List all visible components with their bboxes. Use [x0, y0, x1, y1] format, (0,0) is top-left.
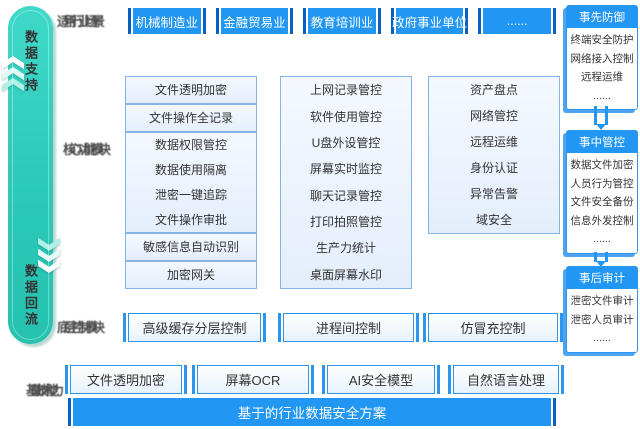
panel-item: ......: [593, 233, 611, 245]
feature-item: 数据权限管控: [154, 138, 227, 153]
chevron-down-icon: [38, 237, 60, 273]
row-label-functions: 核心功能模块: [63, 142, 111, 157]
feature-item: 泄密一键追踪: [154, 187, 227, 202]
control-chip-impersonation: 仿冒充控制: [423, 313, 563, 342]
bottom-solution-bar: 基于的行业数据安全方案: [68, 398, 556, 426]
industry-chip-government: 政府事业单位: [390, 8, 469, 34]
panel-title: 事后审计: [567, 267, 637, 289]
control-chip-process: 进程间控制: [278, 313, 419, 342]
feature-item: 上网记录管控: [309, 83, 382, 98]
panel-item: 文件安全备份: [570, 196, 634, 208]
panel-title: 事中管控: [567, 131, 637, 153]
capability-chip-ocr: 屏幕OCR: [192, 365, 314, 394]
feature-item: 生产力统计: [315, 241, 376, 256]
feature-item: 网络管控: [469, 109, 518, 123]
capability-chip-nlp: 自然语言处理: [448, 365, 564, 394]
panel-item: 远程运维: [581, 71, 623, 83]
panel-title: 事先防御: [567, 6, 637, 28]
panel-pre-defense: 事先防御 终端安全防护 网络接入控制 远程运维 ......: [566, 5, 638, 110]
feature-item: 打印拍照管控: [309, 215, 382, 230]
feature-item: 加密网关: [166, 268, 215, 282]
ribbon-label-data-support: 数据支持: [23, 30, 38, 94]
feature-item: 文件操作全记录: [148, 111, 233, 125]
row-label-industries: 适用行业场景: [57, 14, 105, 29]
feature-item: 文件操作审批: [154, 212, 227, 227]
feature-item: 远程运维: [469, 135, 518, 149]
control-chip-cache: 高级缓存分层控制: [123, 313, 266, 342]
capability-chip-encryption: 文件透明加密: [65, 365, 187, 394]
data-flow-ribbon: 数据支持 数据回流: [2, 6, 60, 344]
feature-item: 聊天记录管控: [309, 188, 382, 203]
feature-item: U盘外设管控: [311, 135, 381, 150]
panel-item: 信息外发控制: [570, 214, 634, 227]
panel-item: 网络接入控制: [570, 52, 634, 65]
industry-chip-more: ......: [478, 8, 556, 34]
panel-item: 泄密人员审计: [570, 313, 634, 326]
feature-box: 敏感信息自动识别: [125, 233, 257, 261]
panel-item: 泄密文件审计: [570, 295, 634, 307]
feature-box: 文件操作全记录: [125, 104, 257, 132]
feature-item: 桌面屏幕水印: [309, 267, 382, 282]
ribbon-label-data-return: 数据回流: [23, 264, 38, 328]
feature-item: 身份认证: [469, 161, 518, 175]
feature-item: 屏幕实时监控: [309, 162, 382, 177]
feature-box: 资产盘点 网络管控 远程运维 身份认证 异常告警 域安全: [428, 76, 560, 234]
capability-chip-ai-model: AI安全模型: [322, 365, 440, 394]
feature-item: 敏感信息自动识别: [142, 240, 239, 254]
feature-box: 上网记录管控 软件使用管控 U盘外设管控 屏幕实时监控 聊天记录管控 打印拍照管…: [280, 76, 412, 289]
panel-post-audit: 事后审计 泄密文件审计 泄密人员审计 ......: [566, 266, 638, 353]
arrow-down-connector: [594, 252, 608, 267]
panel-item: 终端安全防护: [570, 34, 634, 46]
industry-row: 机械制造业 金融贸易业 教育培训业 政府事业单位 ......: [128, 8, 556, 34]
feature-item: 数据使用隔离: [154, 163, 227, 178]
feature-item: 软件使用管控: [309, 109, 382, 124]
feature-box: 文件透明加密: [125, 76, 257, 104]
feature-item: 域安全: [475, 213, 512, 227]
row-label-capabilities: 基础技术能力: [26, 383, 64, 398]
arrow-down-connector: [594, 106, 608, 130]
feature-item: 文件透明加密: [154, 83, 227, 97]
panel-item: 数据文件加密: [570, 159, 634, 171]
industry-chip-machinery: 机械制造业: [128, 8, 206, 34]
feature-item: 资产盘点: [469, 83, 518, 97]
industry-chip-education: 教育培训业: [303, 8, 381, 34]
feature-box: 加密网关: [125, 261, 257, 289]
panel-item: ......: [593, 89, 611, 102]
row-label-controls: 底层控制模块: [57, 320, 105, 335]
panel-item: 人员行为管控: [570, 177, 634, 190]
feature-item: 异常告警: [469, 187, 518, 201]
panel-in-process-control: 事中管控 数据文件加密 人员行为管控 文件安全备份 信息外发控制 ......: [566, 130, 638, 254]
industry-chip-finance: 金融贸易业: [215, 8, 294, 34]
feature-box: 数据权限管控 数据使用隔离 泄密一键追踪 文件操作审批: [125, 132, 257, 233]
panel-item: ......: [593, 332, 611, 344]
